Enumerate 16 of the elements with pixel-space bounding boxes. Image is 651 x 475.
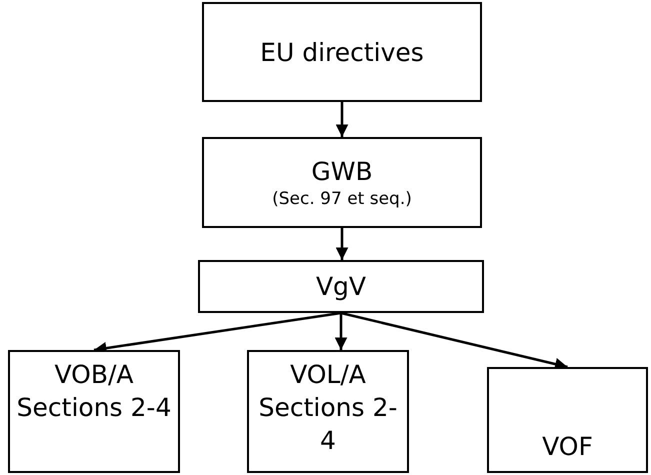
box-subtitle: (Sec. 97 et seq.) <box>272 188 412 210</box>
box-title: VOB/A Sections 2-4 <box>16 359 172 424</box>
process-box <box>198 260 484 313</box>
box-title: VOF <box>542 431 593 463</box>
process-box <box>487 367 648 473</box>
arrow <box>336 228 348 260</box>
box-title: VgV <box>316 271 366 303</box>
box-title: GWB <box>311 156 373 188</box>
process-box <box>247 350 409 473</box>
box-title: EU directives <box>260 36 424 68</box>
process-box <box>8 350 180 473</box>
process-box <box>202 137 482 228</box>
box-title: VOL/A Sections 2-4 <box>258 359 398 457</box>
arrow <box>336 102 348 137</box>
arrow <box>334 313 348 350</box>
process-box <box>202 2 482 102</box>
